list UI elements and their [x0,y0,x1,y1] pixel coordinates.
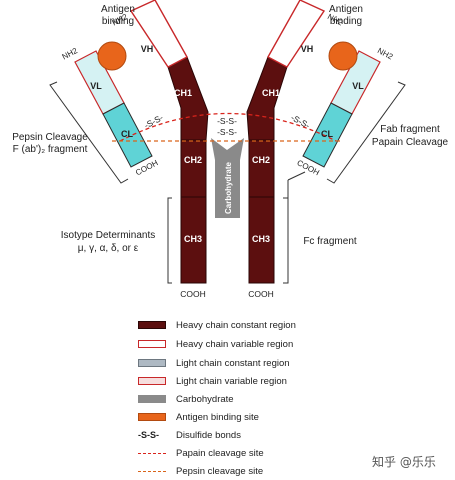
heavy-variable-swatch [138,340,166,348]
legend-label: Heavy chain constant region [176,319,296,331]
left-vl-nh2-label: NH2 [61,46,80,62]
antigen-swatch [138,413,166,421]
right-heavy-stem [248,139,275,284]
pepsin-cleavage-label-line1: Pepsin Cleavage [12,132,88,143]
legend-item-heavy-constant: Heavy chain constant region [138,318,296,332]
left-heavy-cooh-label: COOH [180,289,206,299]
legend-item-heavy-variable: Heavy chain variable region [138,337,293,351]
right-vl-label: VL [352,81,364,91]
fab-fragment-label-line1: Fab fragment [380,124,440,135]
fc-fragment-label: Fc fragment [303,236,357,247]
left-ch1-label: CH1 [174,88,192,98]
fab-fragment-label-line2: Papain Cleavage [372,137,449,148]
legend-label: Disulfide bonds [176,429,241,441]
right-ch1-label: CH1 [262,88,280,98]
legend-item-papain: Papain cleavage site [138,446,264,460]
legend-label: Antigen binding site [176,411,259,423]
left-cl-label: CL [121,129,133,139]
right-vl-nh2-label: NH2 [376,46,395,62]
right-heavy-cooh-label: COOH [248,289,274,299]
right-cl-region [302,102,353,168]
right-antigen-label-line1: Antigen [329,4,363,15]
left-antigen-label-line2: binding [102,16,134,27]
left-heavy-stem [180,139,207,284]
legend-item-antigen: Antigen binding site [138,410,259,424]
pepsin-cleavage-label-line2: F (ab')₂ fragment [13,144,88,155]
right-fab-bracket [326,81,406,184]
isotype-bracket [167,197,172,284]
legend-label: Pepsin cleavage site [176,465,264,477]
carbohydrate-label: Carbohydrate [224,161,233,214]
fc-bracket [283,197,289,284]
legend-item-disulfide: -S-S- Disulfide bonds [138,428,241,442]
left-ch3-label: CH3 [184,234,202,244]
right-vh-region [267,0,326,68]
left-vh-label: VH [141,44,154,54]
left-vl-label: VL [90,81,102,91]
disulfide-swatch: -S-S- [138,429,159,440]
disulfide-label-lower: -S-S- [217,127,237,137]
disulfide-label-right: -S-S- [289,112,311,130]
legend-label: Light chain constant region [176,357,290,369]
left-antigen-binding-site [97,41,127,71]
disulfide-label-upper: -S-S- [217,116,237,126]
light-variable-swatch [138,377,166,385]
left-antigen-label-line1: Antigen [101,4,135,15]
legend-label: Carbohydrate [176,393,234,405]
heavy-constant-swatch [138,321,166,329]
legend-label: Light chain variable region [176,375,287,387]
disulfide-label-left: -S-S- [142,112,164,130]
legend-item-pepsin: Pepsin cleavage site [138,464,263,478]
isotype-label-line1: Isotype Determinants [61,230,156,241]
right-cl-label: CL [321,129,333,139]
isotype-label-line2: μ, γ, α, δ, or ε [78,243,139,254]
papain-swatch [138,452,166,454]
right-ch1-region [246,56,288,141]
pepsin-swatch [138,470,166,472]
legend-item-carbohydrate: Carbohydrate [138,392,234,406]
left-cl-region [102,102,153,168]
papain-cleavage-line [119,112,337,142]
left-fab-bracket [49,81,129,184]
left-ch1-region [167,56,209,141]
legend-item-light-constant: Light chain constant region [138,356,290,370]
legend-label: Papain cleavage site [176,447,264,459]
legend-item-light-variable: Light chain variable region [138,374,287,388]
carbohydrate-region [211,138,244,218]
right-antigen-binding-site [328,41,358,71]
right-ch3-label: CH3 [252,234,270,244]
left-ch2-label: CH2 [184,155,202,165]
legend-label: Heavy chain variable region [176,338,294,350]
right-vh-label: VH [301,44,314,54]
carbohydrate-swatch [138,395,166,403]
right-antigen-label-line2: binding [330,16,362,27]
right-ch2-label: CH2 [252,155,270,165]
left-vh-region [129,0,188,68]
watermark: 知乎 @乐乐 [372,455,436,469]
light-constant-swatch [138,359,166,367]
